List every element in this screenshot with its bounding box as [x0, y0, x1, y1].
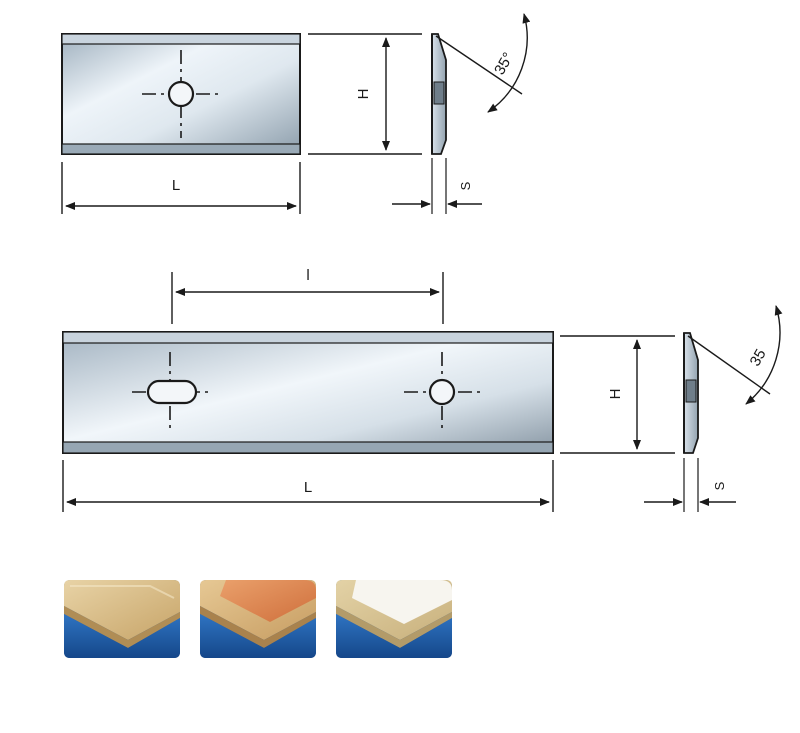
- angle-label-2: 35: [747, 346, 770, 369]
- hole-spacing-label: l: [306, 267, 309, 284]
- material-sample-melamine-chipboard: [336, 580, 452, 658]
- drawing-1: L H 35° S: [61, 13, 531, 214]
- hole-spacing-dimension: l: [171, 267, 444, 324]
- height-dimension-1: H: [308, 33, 422, 155]
- length-label: L: [172, 177, 180, 194]
- length-dimension-2: L: [62, 460, 554, 512]
- thickness-dimension-2: S: [644, 458, 736, 512]
- round-hole: [404, 352, 480, 432]
- angle-annotation-1: 35°: [435, 13, 531, 113]
- blade-side-profile-2: [683, 332, 699, 454]
- angle-annotation-2: 35: [687, 305, 783, 405]
- mounting-hole: [142, 50, 222, 138]
- height-dimension-2: H: [560, 335, 675, 454]
- material-samples: [64, 580, 452, 658]
- material-sample-laminated-board: [200, 580, 316, 658]
- blade-front-view-2: [62, 331, 554, 454]
- thickness-label: S: [458, 181, 473, 190]
- height-label: H: [355, 89, 372, 100]
- blade-side-profile-1: [431, 33, 447, 155]
- angle-label: 35°: [491, 50, 517, 78]
- slotted-hole: [132, 352, 208, 432]
- drawing-2: l L: [62, 267, 783, 512]
- thickness-dimension-1: S: [392, 158, 482, 214]
- length-label-2: L: [304, 479, 312, 496]
- length-dimension-1: L: [61, 162, 301, 214]
- height-label-2: H: [607, 389, 624, 400]
- blade-front-view-1: [61, 33, 301, 155]
- material-sample-solid-wood: [64, 580, 180, 658]
- thickness-label-2: S: [712, 481, 727, 490]
